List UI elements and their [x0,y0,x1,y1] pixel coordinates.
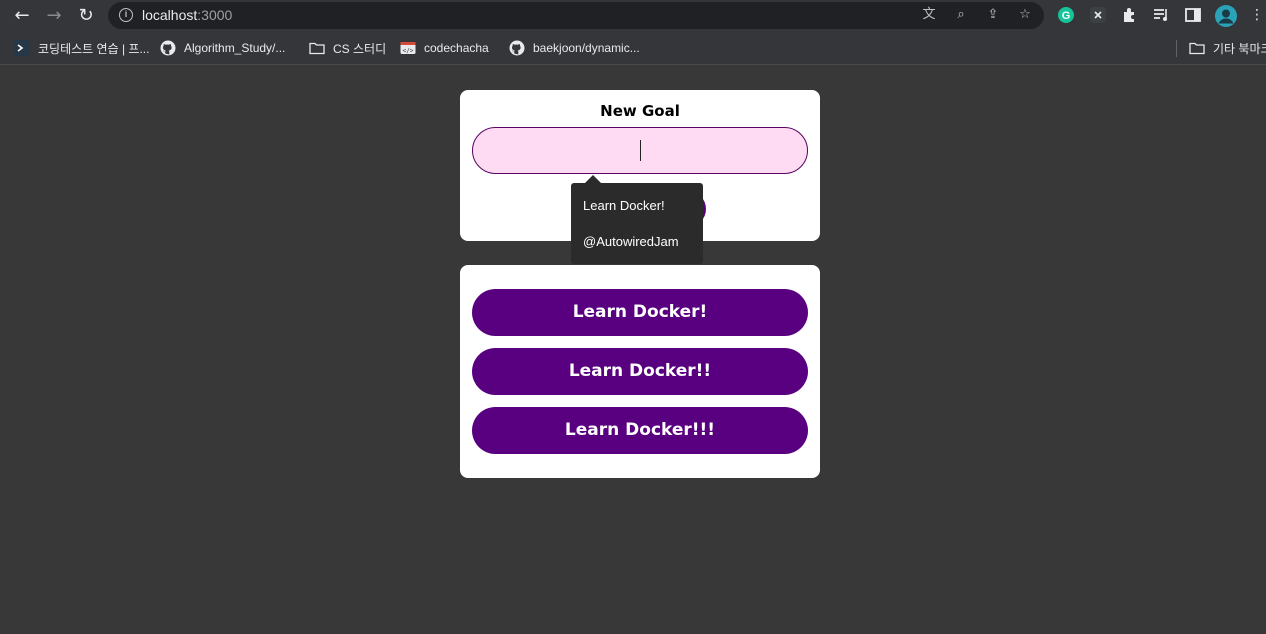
folder-icon [1189,40,1205,56]
tooltip-line: @AutowiredJam [583,234,679,249]
bookmark-item[interactable]: CS 스터디 [309,39,386,57]
svg-text:G: G [1062,10,1071,22]
url-port: :3000 [197,7,233,23]
zoom-icon[interactable]: ⌕ [957,7,965,22]
bookmark-item[interactable]: baekjoon/dynamic... [509,39,640,57]
reading-list-icon[interactable] [1152,6,1170,24]
goal-item[interactable]: Learn Docker!! [472,348,808,395]
profile-avatar-icon[interactable] [1214,4,1238,28]
bookmark-label: codechacha [424,41,489,55]
goal-item[interactable]: Learn Docker! [472,289,808,336]
reload-icon[interactable]: ↻ [78,5,94,26]
code-icon: </> [400,40,416,56]
browser-toolbar: ← → ↻ i localhost:3000 文 ⌕ ⇪ ☆ G ⋮ [0,0,1266,32]
autocomplete-tooltip: Learn Docker! @AutowiredJam [571,175,703,264]
extension-x-icon[interactable] [1089,6,1107,24]
bookmarks-divider [1176,40,1177,57]
translate-icon[interactable]: 文 [922,7,936,22]
bookmark-star-icon[interactable]: ☆ [1019,7,1031,22]
site-info-icon[interactable]: i [119,8,133,22]
goal-input[interactable] [472,127,808,174]
extensions-puzzle-icon[interactable] [1121,6,1139,24]
chrome-menu-icon[interactable]: ⋮ [1250,7,1264,23]
github-icon [509,40,525,56]
tooltip-line: Learn Docker! [583,198,665,213]
back-arrow-icon[interactable]: ← [14,5,30,26]
goal-list-card: Learn Docker! Learn Docker!! Learn Docke… [460,265,820,478]
programmers-icon [14,40,30,56]
url-host: localhost [142,7,198,23]
github-icon [160,40,176,56]
bookmark-item[interactable]: 코딩테스트 연습 | 프... [14,39,149,57]
grammarly-extension-icon[interactable]: G [1057,6,1075,24]
goal-item[interactable]: Learn Docker!!! [472,407,808,454]
folder-icon [309,40,325,56]
address-bar[interactable]: i localhost:3000 文 ⌕ ⇪ ☆ [108,2,1044,29]
bookmark-label: baekjoon/dynamic... [533,41,640,55]
bookmark-label: 코딩테스트 연습 | 프... [38,41,150,56]
bookmark-label: Algorithm_Study/... [184,41,286,55]
bookmark-label: 기타 북마크 [1213,41,1266,56]
url-text[interactable]: localhost:3000 [142,7,232,23]
side-panel-icon[interactable] [1184,6,1202,24]
other-bookmarks-folder[interactable]: 기타 북마크 [1189,39,1266,57]
new-goal-label: New Goal [600,102,680,120]
text-caret [640,140,641,161]
share-icon[interactable]: ⇪ [987,7,999,22]
bookmark-label: CS 스터디 [333,41,387,56]
forward-arrow-icon[interactable]: → [46,5,62,26]
bookmark-item[interactable]: </> codechacha [400,39,489,57]
bookmarks-bar: 코딩테스트 연습 | 프... Algorithm_Study/... CS 스… [0,32,1266,65]
bookmark-item[interactable]: Algorithm_Study/... [160,39,285,57]
svg-text:</>: </> [403,48,414,55]
